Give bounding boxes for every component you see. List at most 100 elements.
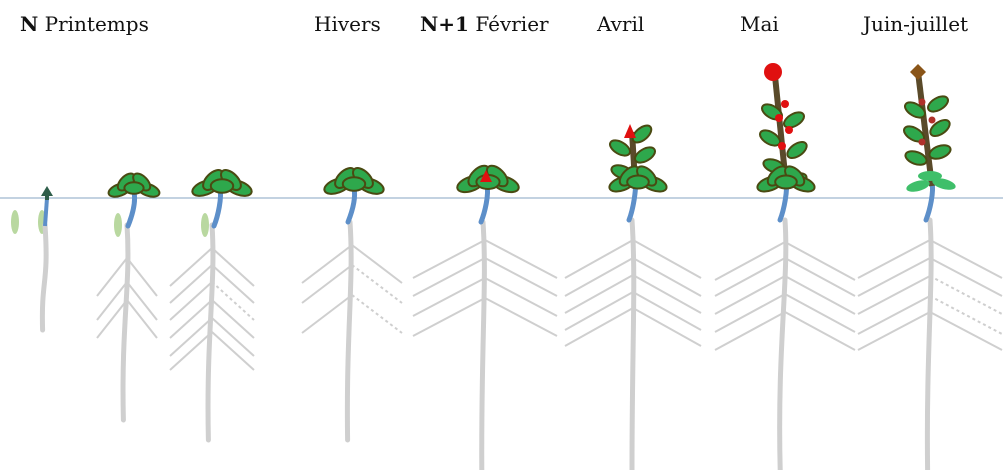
- flowering-stem-icon: [714, 63, 856, 473]
- rosette-winter-icon: [301, 167, 403, 443]
- lateral-root: [96, 281, 128, 321]
- label-mai: Mai: [740, 12, 779, 36]
- leaf: [904, 101, 926, 119]
- stem: [923, 179, 935, 223]
- flower: [781, 100, 789, 108]
- lateral-root: [714, 241, 786, 281]
- leaf: [626, 174, 650, 190]
- leaf: [928, 144, 952, 160]
- lateral-root: [96, 257, 128, 297]
- flower: [775, 114, 783, 122]
- label-mai-text: Mai: [740, 12, 779, 36]
- lateral-root: [632, 257, 702, 297]
- taproot: [344, 219, 354, 443]
- leaf: [123, 181, 145, 195]
- lateral-root: [169, 299, 213, 339]
- lateral-root: [169, 317, 213, 357]
- flower: [778, 142, 786, 150]
- label-fevrier-text: Février: [475, 12, 549, 36]
- lateral-root: [211, 331, 255, 371]
- lateral-root: [714, 293, 786, 333]
- flower-bud: [624, 124, 636, 138]
- leaf: [634, 146, 656, 164]
- leaf: [906, 180, 930, 192]
- seedling-icon: [96, 172, 161, 423]
- lateral-root: [784, 293, 856, 333]
- lateral-root: [564, 239, 634, 279]
- lateral-root: [564, 257, 634, 297]
- arrow-icon: [41, 186, 53, 196]
- seed: [11, 210, 19, 234]
- lateral-root: [169, 247, 213, 287]
- lateral-root: [211, 281, 255, 321]
- seed-pod: [918, 138, 926, 146]
- lateral-root: [412, 257, 486, 297]
- leaf: [786, 141, 808, 159]
- flower-head: [764, 63, 782, 81]
- lateral-root: [929, 257, 1003, 297]
- lateral-root: [929, 239, 1003, 279]
- taproot: [120, 222, 131, 423]
- lateral-root: [169, 281, 213, 321]
- lateral-root: [784, 311, 856, 351]
- lateral-root: [632, 274, 702, 314]
- seed-head: [910, 64, 926, 80]
- label-hivers-text: Hivers: [314, 12, 381, 36]
- label-avril: Avril: [597, 12, 644, 36]
- stem: [915, 71, 935, 187]
- lateral-root: [126, 257, 158, 297]
- lateral-root: [211, 264, 255, 304]
- lateral-root: [857, 275, 931, 315]
- lateral-root: [351, 264, 403, 304]
- rosette-icon: [169, 169, 255, 443]
- taproot: [629, 217, 637, 473]
- lateral-root: [632, 239, 702, 279]
- leaf: [209, 178, 235, 194]
- taproot: [39, 222, 49, 333]
- lateral-root: [929, 311, 1003, 351]
- taproot: [479, 219, 487, 473]
- label-avril-text: Avril: [597, 12, 645, 36]
- lateral-root: [301, 264, 353, 304]
- label-n: N: [20, 12, 39, 36]
- lateral-root: [564, 274, 634, 314]
- lateral-root: [484, 297, 558, 337]
- lateral-root: [929, 275, 1003, 315]
- lateral-root: [301, 244, 353, 284]
- stem: [345, 185, 357, 225]
- label-fevrier: N+1 Février: [420, 12, 549, 36]
- lateral-root: [564, 291, 634, 331]
- leaf: [927, 95, 949, 113]
- shoot: [43, 197, 49, 227]
- taproot: [777, 217, 789, 473]
- bud: [480, 170, 492, 182]
- lateral-root: [169, 331, 213, 371]
- lateral-root: [857, 311, 931, 351]
- lateral-root: [714, 311, 786, 351]
- lateral-root: [929, 295, 1003, 335]
- lateral-root: [351, 294, 403, 334]
- lateral-root: [484, 277, 558, 317]
- label-juin-juillet: Juin-juillet: [863, 12, 968, 36]
- bolting-stem-icon: [564, 124, 702, 473]
- rosette-bud-icon: [412, 164, 558, 473]
- lateral-root: [301, 294, 353, 334]
- label-printemps-text: Printemps: [44, 12, 149, 36]
- lateral-root: [484, 257, 558, 297]
- lateral-root: [412, 277, 486, 317]
- lateral-root: [632, 307, 702, 347]
- leaf: [783, 111, 805, 129]
- label-hivers: Hivers: [314, 12, 381, 36]
- lateral-root: [412, 297, 486, 337]
- seeding-stem-icon: [857, 64, 1003, 473]
- leaf: [932, 178, 956, 190]
- leaf: [904, 150, 928, 166]
- leaf: [609, 139, 631, 157]
- seed-pod: [918, 98, 926, 106]
- label-juin-juillet-text: Juin-juillet: [863, 12, 969, 36]
- leaf: [631, 124, 653, 144]
- leaf: [774, 174, 798, 190]
- label-printemps: N Printemps: [20, 12, 149, 36]
